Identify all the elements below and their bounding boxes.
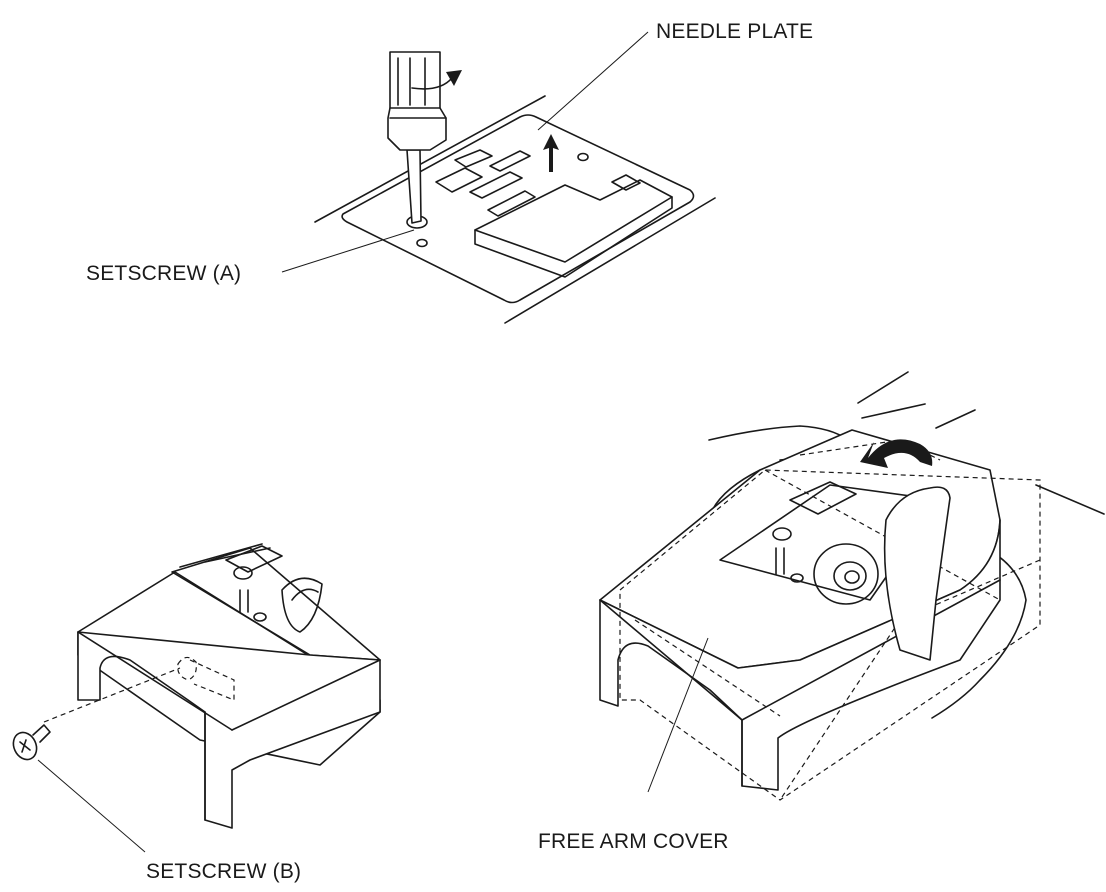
screw-head: [790, 573, 804, 583]
cover-front-edge: [77, 631, 233, 731]
needle-plate-label: NEEDLE PLATE: [656, 20, 814, 43]
hand-right: [883, 486, 951, 661]
cover-front-face: [77, 631, 381, 829]
setscrew-b-slot: [19, 739, 31, 753]
cover-edge: [599, 599, 743, 721]
machine-outline: [857, 371, 909, 404]
screw-head: [772, 527, 792, 541]
cover-front-edge: [231, 659, 381, 731]
machine-outline: [931, 547, 1027, 719]
free-arm-cover-illustration: [599, 371, 1105, 801]
lift-arrow: [860, 439, 933, 468]
leader-setscrew-b: [37, 759, 146, 853]
feed-slot: [489, 150, 531, 172]
throat-plate: [789, 481, 857, 515]
leader-setscrew-a: [281, 229, 415, 273]
bobbin-case: [291, 588, 319, 601]
feed-slot: [469, 171, 523, 199]
bobbin: [813, 543, 879, 605]
free-arm-cover-label: FREE ARM COVER: [538, 830, 729, 853]
hidden-boss: [189, 659, 235, 701]
bobbin-center: [844, 570, 860, 584]
bobbin-case: [281, 577, 323, 633]
screw-path: [43, 667, 181, 723]
plate-platform-edge: [474, 196, 673, 278]
machine-outline: [935, 409, 976, 429]
feed-slot: [487, 190, 536, 217]
rotation-arrow: [411, 77, 453, 90]
screw-hole: [416, 238, 428, 248]
machine-bed-edge: [314, 95, 546, 223]
hidden-arm-outline: [634, 619, 781, 717]
lift-arrow: [543, 134, 559, 172]
leader-free-arm-cover: [647, 637, 709, 793]
bobbin-inner: [833, 561, 867, 591]
machine-outline: [861, 403, 926, 419]
setscrew-a-label: SETSCREW (A): [86, 262, 242, 285]
feed-slot: [435, 167, 483, 193]
screw-head: [253, 612, 267, 622]
screw-head: [233, 566, 253, 580]
hidden-arm-outline: [619, 469, 1041, 801]
plate-platform: [474, 179, 673, 263]
rotation-arrow-head: [446, 70, 462, 86]
setscrew-b-thread: [32, 724, 51, 743]
needle-plate-illustration: [281, 31, 716, 324]
leader-needle-plate: [537, 31, 649, 131]
feed-slot: [454, 149, 493, 168]
setscrew-b-label: SETSCREW (B): [146, 860, 302, 883]
screw-hole: [577, 152, 589, 162]
machine-outline: [1035, 484, 1105, 515]
hidden-screw: [177, 656, 197, 681]
cover-edge: [741, 579, 1001, 721]
screwdriver-handle: [387, 51, 447, 151]
plate-window: [611, 174, 641, 191]
setscrew-b-illustration: [12, 543, 381, 853]
machine-bed-edge: [504, 197, 716, 324]
